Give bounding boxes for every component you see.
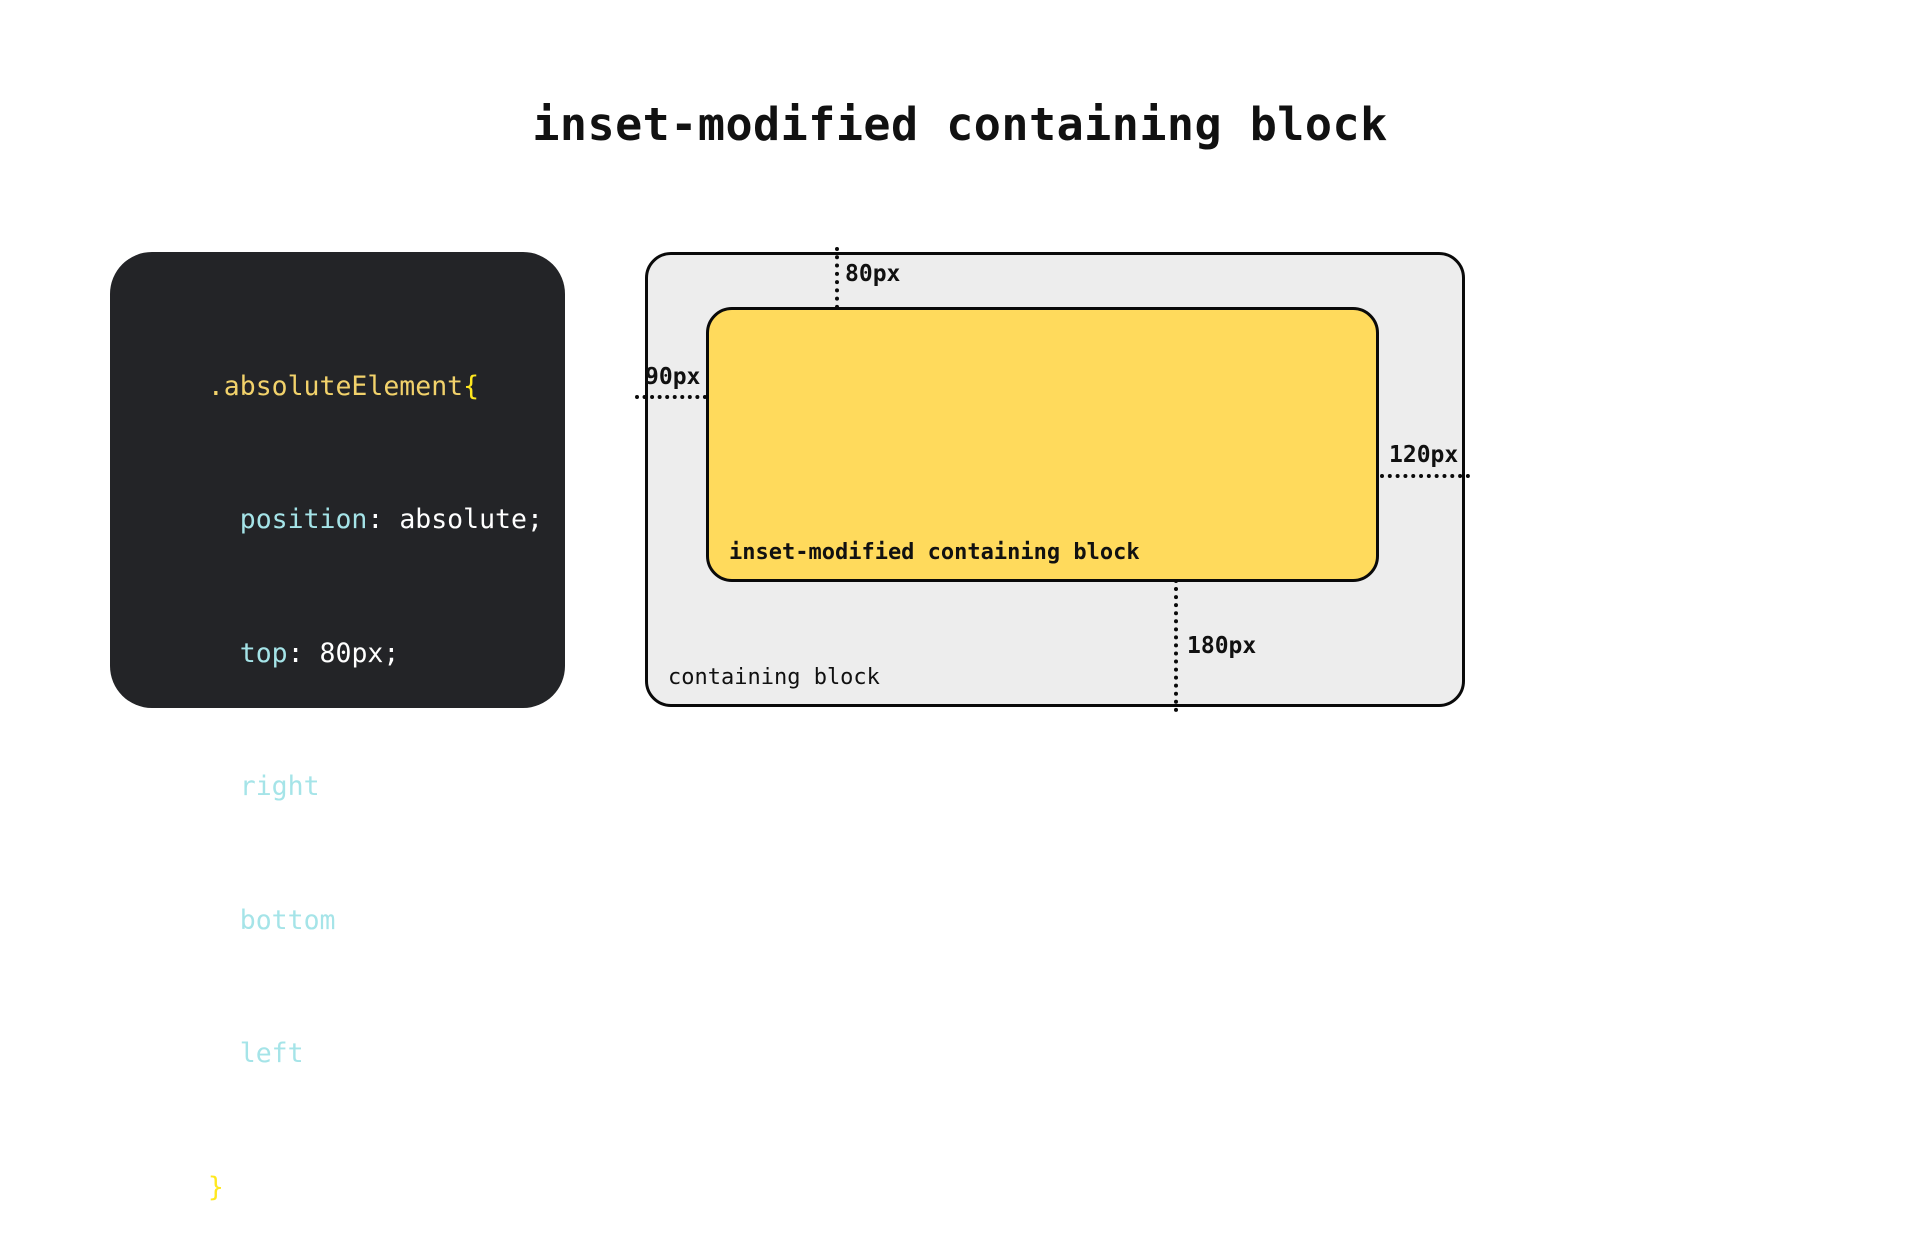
css-value-bottom: 180px; [367, 904, 464, 936]
css-colon-left: : [303, 1038, 336, 1069]
css-property-position: position [239, 504, 368, 535]
measure-label-right: 120px [1389, 442, 1459, 468]
measure-guide-top [835, 247, 839, 309]
inset-modified-containing-block: inset-modified containing block [706, 307, 1379, 582]
css-close-brace: } [207, 1171, 224, 1203]
code-line-bottom: bottom: 180px; [144, 854, 565, 988]
code-indent [208, 771, 240, 802]
code-indent [208, 638, 240, 669]
code-line-right: right: 120px; [144, 721, 565, 855]
css-property-right: right [239, 771, 320, 802]
code-line-close: } [144, 1121, 565, 1255]
measure-guide-bottom [1174, 579, 1178, 712]
code-indent [208, 905, 240, 936]
css-property-top: top [239, 637, 288, 669]
containing-block-label: containing block [668, 665, 880, 690]
code-line-position: position: absolute; [144, 454, 565, 588]
code-panel: .absoluteElement{ position: absolute; to… [110, 252, 565, 1203]
code-indent [208, 504, 240, 535]
css-selector: .absoluteElement [207, 370, 464, 402]
css-colon-position: : [367, 504, 400, 535]
measure-label-left: 90px [645, 364, 701, 390]
code-indent [208, 1038, 240, 1069]
measure-label-bottom: 180px [1187, 633, 1257, 659]
css-colon-bottom: : [335, 904, 368, 936]
css-value-left: 90px; [335, 1038, 416, 1069]
measure-guide-left [635, 395, 707, 399]
code-line-left: left: 90px; [144, 988, 565, 1122]
css-property-bottom: bottom [239, 904, 336, 936]
css-property-left: left [239, 1038, 304, 1069]
css-colon-top: : [287, 637, 320, 669]
css-open-brace: { [463, 370, 480, 402]
css-value-right: 120px; [351, 771, 448, 802]
css-value-top: 80px; [319, 637, 400, 669]
css-colon-right: : [319, 771, 352, 802]
measure-label-top: 80px [845, 261, 901, 287]
measure-guide-right [1380, 474, 1470, 478]
code-line-selector: .absoluteElement{ [144, 320, 565, 454]
page-title: inset-modified containing block [532, 98, 1388, 151]
box-model-diagram: containing block inset-modified containi… [635, 247, 1820, 712]
code-line-top: top: 80px; [144, 587, 565, 721]
css-value-position: absolute; [399, 504, 543, 535]
inset-modified-containing-block-label: inset-modified containing block [729, 540, 1140, 565]
